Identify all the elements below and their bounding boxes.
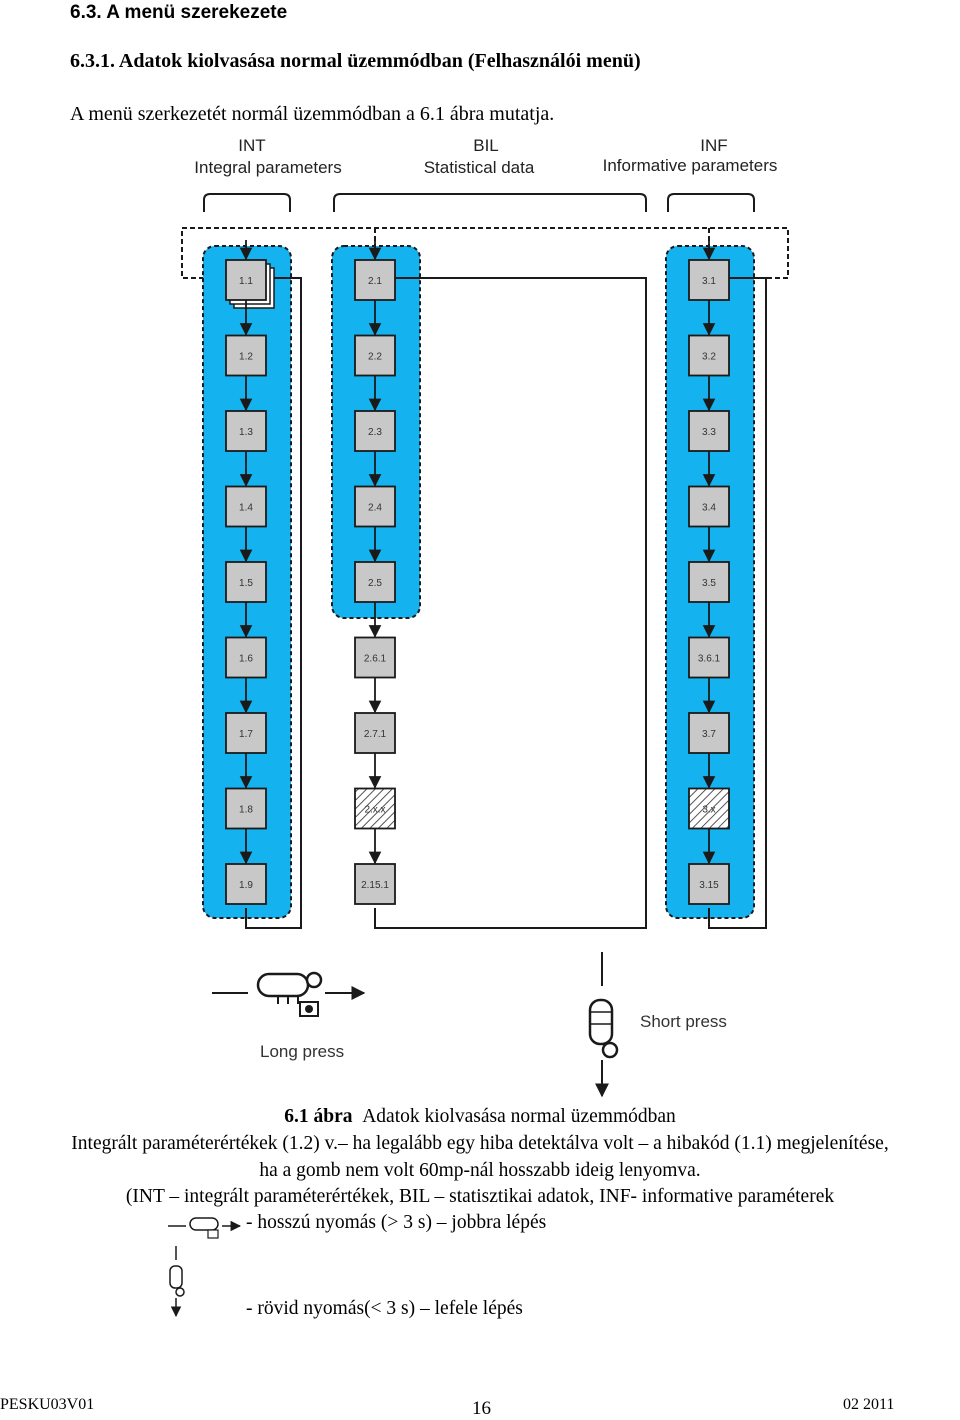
inf-menu-box-label: 3.4 <box>702 503 716 514</box>
section-heading: 6.3. A menü szerekezete <box>70 2 288 23</box>
bil-menu-box-label: 2.2 <box>368 352 382 363</box>
bil-menu-box <box>354 863 396 905</box>
small-short-press-icon <box>169 1265 185 1297</box>
caption-line-4: (INT – integrált paraméterértékek, BIL –… <box>125 1186 835 1207</box>
bil-menu-box-label: 2.7.1 <box>364 729 387 740</box>
menu-structure-diagram: INT Integral parameters BIL Statistical … <box>181 136 789 1098</box>
int-menu-box-label: 1.5 <box>239 578 253 589</box>
bil-menu-box <box>354 485 396 528</box>
int-menu-box <box>225 561 267 603</box>
bil-menu-box <box>354 712 396 754</box>
legend-icons <box>168 1217 242 1318</box>
inf-menu-box-label: 3.1 <box>702 276 716 287</box>
int-menu-box-label: 1.1 <box>239 276 253 287</box>
bil-menu-box <box>354 410 396 452</box>
page-number: 16 <box>472 1398 491 1419</box>
group-inf-code: INF <box>700 136 727 155</box>
int-menu-box-label: 1.7 <box>239 729 253 740</box>
bil-column: 2.1 2.2 2.3 2.4 2.5 2.6.1 2.7.1 2.x.x 2.15.1 <box>354 240 396 905</box>
group-brackets <box>203 193 755 212</box>
int-menu-box <box>225 334 267 377</box>
int-menu-box <box>225 636 267 679</box>
int-menu-box <box>225 485 267 528</box>
intro-paragraph: A menü szerkezetét normál üzemmódban a 6… <box>70 103 555 125</box>
bil-menu-box-label: 2.3 <box>368 427 382 438</box>
bil-menu-box-label: 2.1 <box>368 276 382 287</box>
short-press-description: - rövid nyomás(< 3 s) – lefele lépés <box>246 1298 523 1319</box>
inf-menu-box-label: 3.2 <box>702 352 716 363</box>
footer-doc-code: PESKU03V01 <box>0 1396 95 1413</box>
bil-menu-box-label: 2.x.x <box>364 805 385 816</box>
bil-menu-box <box>354 636 396 679</box>
highlight-groups <box>202 245 755 919</box>
group-bil-title: Statistical data <box>424 158 535 177</box>
footer-date: 02 2011 <box>843 1396 895 1413</box>
caption-line-3: ha a gomb nem volt 60mp-nál hosszabb ide… <box>259 1160 701 1181</box>
figure-title: Adatok kiolvasása normal üzemmódban <box>362 1106 676 1127</box>
inf-column: 3.1 3.2 3.3 3.4 3.5 3.6.1 3.7 3.x 3.15 <box>688 240 730 905</box>
bil-menu-box-label: 2.4 <box>368 503 382 514</box>
inf-menu-box <box>688 485 730 528</box>
long-press-hand-icon <box>256 971 323 1017</box>
inf-menu-box <box>688 334 730 377</box>
bil-menu-box <box>354 334 396 377</box>
subsection-heading: 6.3.1. Adatok kiolvasása normal üzemmódb… <box>70 50 641 72</box>
inf-menu-box-label: 3.3 <box>702 427 716 438</box>
short-press-label: Short press <box>640 1012 727 1031</box>
group-int-title: Integral parameters <box>194 158 341 177</box>
small-long-press-icon <box>189 1217 219 1239</box>
bil-menu-box-label: 2.6.1 <box>364 654 387 665</box>
int-menu-box <box>225 787 267 830</box>
inf-menu-box <box>688 863 730 905</box>
figure-number: 6.1 ábra <box>284 1106 353 1127</box>
bil-menu-box-label: 2.5 <box>368 578 382 589</box>
inf-menu-box-label: 3.6.1 <box>698 654 721 665</box>
group-int-code: INT <box>238 136 265 155</box>
bil-menu-box-label: 2.15.1 <box>361 880 389 891</box>
inf-menu-box-label: 3.x <box>702 805 715 816</box>
int-menu-box <box>225 863 267 905</box>
legend: Long press Short press <box>212 952 727 1098</box>
group-inf-title: Informative parameters <box>603 156 778 175</box>
bil-menu-box <box>354 787 396 830</box>
int-menu-box-label: 1.8 <box>239 805 253 816</box>
bil-menu-box <box>354 259 396 301</box>
int-menu-box-label: 1.4 <box>239 503 253 514</box>
int-menu-box-label: 1.6 <box>239 654 253 665</box>
inf-menu-box-label: 3.5 <box>702 578 716 589</box>
short-press-hand-icon <box>588 998 619 1059</box>
int-column: 1.1 1.2 1.3 1.4 1.5 1.6 1.7 1.8 1.9 <box>225 240 275 905</box>
group-bil-code: BIL <box>473 136 499 155</box>
caption-line-2: Integrált paraméterértékek (1.2) v.– ha … <box>71 1133 889 1154</box>
inf-menu-box-label: 3.15 <box>699 880 719 891</box>
long-press-description: - hosszú nyomás (> 3 s) – jobbra lépés <box>246 1212 547 1233</box>
inf-menu-box <box>688 259 730 301</box>
inf-menu-box <box>688 787 730 830</box>
inf-menu-box <box>688 712 730 754</box>
int-menu-box <box>225 410 267 452</box>
int-menu-box-label: 1.3 <box>239 427 253 438</box>
int-menu-box-label: 1.9 <box>239 880 253 891</box>
int-menu-box-label: 1.2 <box>239 352 253 363</box>
inf-menu-box-label: 3.7 <box>702 729 716 740</box>
long-press-label: Long press <box>260 1042 344 1061</box>
figure-caption: 6.1 ábra Adatok kiolvasása normal üzemmó… <box>0 1106 960 1128</box>
